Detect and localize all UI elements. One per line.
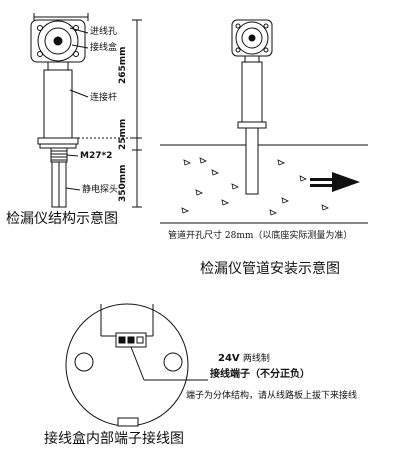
probe-label: 静电探头 xyxy=(82,185,119,195)
connecting-rod-label: 连接杆 xyxy=(90,93,118,103)
terminal-instruction: 端子为分体结构，请从线路板上拔下来接线 xyxy=(186,391,358,401)
voltage-label: 24V xyxy=(218,353,240,364)
thread-spec-label: M27*2 xyxy=(80,151,113,161)
wire-type-label: 两线制 xyxy=(242,354,270,364)
connecting-rod-shape xyxy=(43,69,73,139)
dimension-thread: 25mm xyxy=(118,118,128,150)
installation-drawing xyxy=(160,19,368,224)
dimension-total: 265mm xyxy=(118,46,128,84)
wiring-caption: 接线盒内部端子接线图 xyxy=(44,431,184,447)
installation-caption: 检漏仪管道安装示意图 xyxy=(200,261,340,277)
junction-box-label: 接线盒 xyxy=(90,43,118,53)
inlet-hole-label: 进线孔 xyxy=(90,27,118,37)
detector-structure-drawing xyxy=(30,13,142,208)
terminal-label: 接线端子（不分正负） xyxy=(210,369,310,380)
pipe-medium-particles xyxy=(181,157,329,216)
flow-direction-arrow xyxy=(310,172,360,192)
power-spec: 24V 两线制 xyxy=(218,354,270,364)
structure-caption: 检漏仪结构示意图 xyxy=(6,211,118,227)
dimension-probe: 350mm xyxy=(118,164,128,202)
terminal-wiring-drawing xyxy=(65,303,208,427)
pipe-hole-note: 管道开孔尺寸 28mm（以底座实际测量为准） xyxy=(168,231,353,241)
